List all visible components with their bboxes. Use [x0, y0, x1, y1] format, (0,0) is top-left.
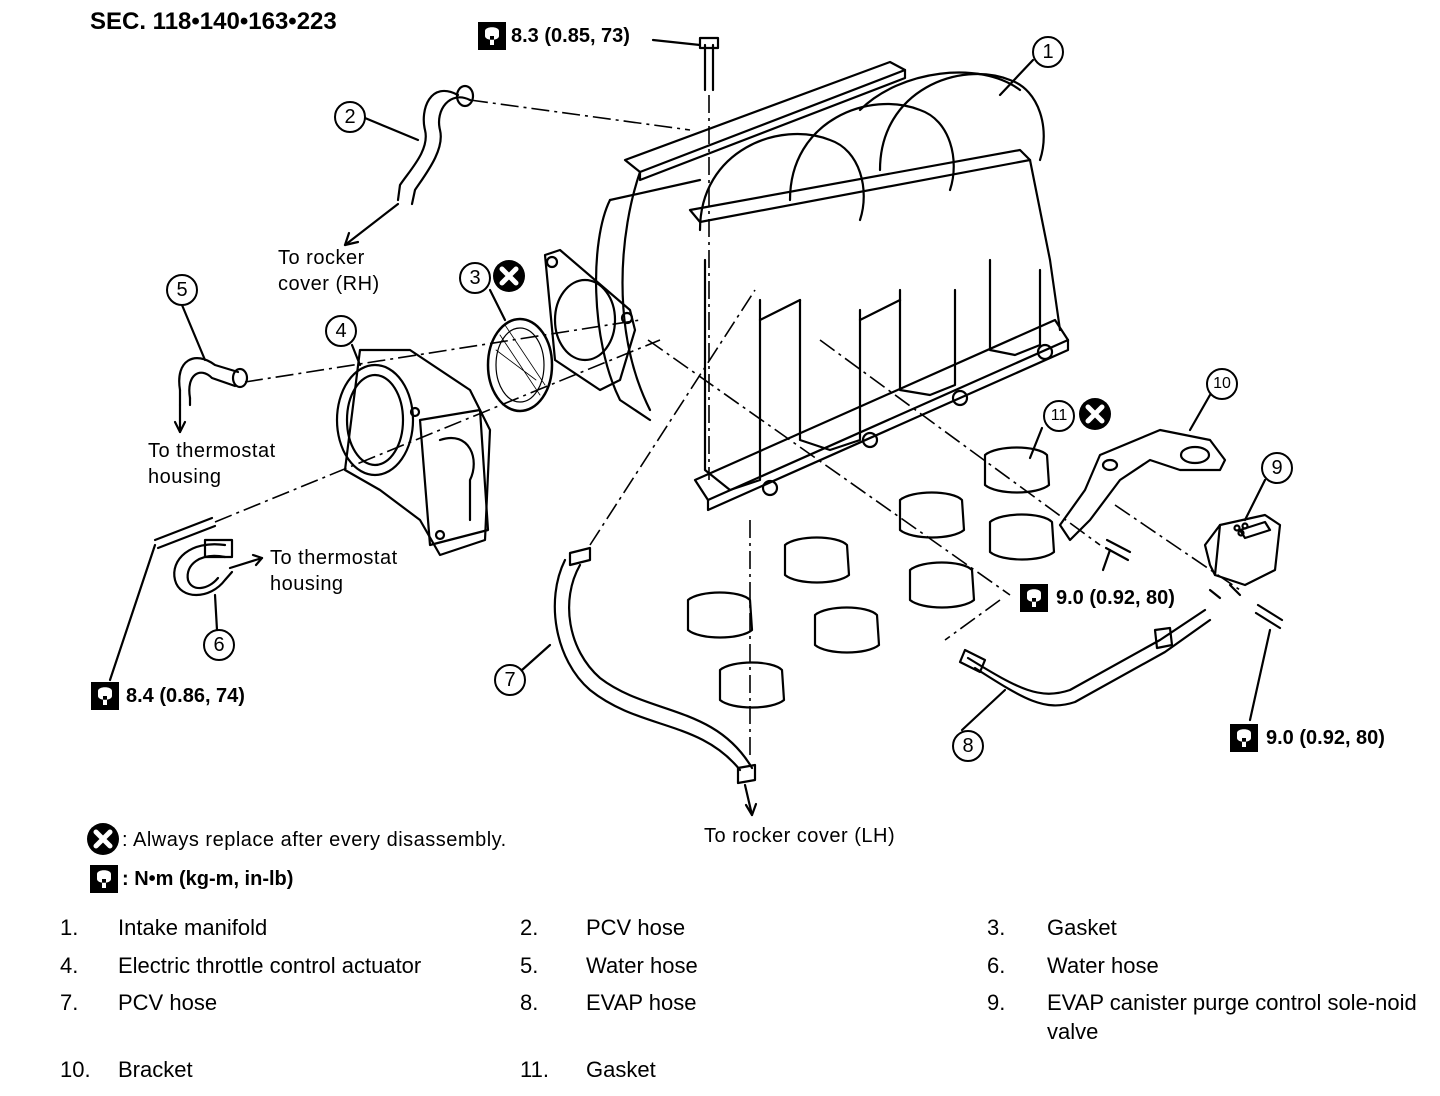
leader-5 — [180, 303, 207, 362]
leader-torque-mid — [1101, 548, 1112, 572]
part-name: Water hose — [586, 953, 698, 978]
part-number: 4. — [60, 953, 79, 978]
callout-5: 5 — [166, 274, 198, 306]
part-number: 3. — [987, 915, 1006, 940]
water-hose-5-drawing — [178, 357, 249, 407]
part-name: PCV hose — [118, 990, 218, 1015]
part-number: 9. — [987, 990, 1006, 1015]
torque-wrench-icon — [90, 865, 118, 893]
note-rocker-rh-line1: To rocker — [278, 247, 365, 269]
lower-gaskets-drawing — [686, 446, 1056, 709]
part-name: EVAP hose — [586, 990, 697, 1015]
throttle-actuator-drawing — [335, 348, 492, 557]
part-number: 7. — [60, 990, 79, 1015]
bolt-top-drawing — [703, 43, 715, 92]
arrow-rocker-lh — [743, 783, 754, 817]
part-number: 1. — [60, 915, 79, 940]
note-thermostat-a-line1: To thermostat — [148, 440, 276, 462]
replace-x-icon — [1079, 398, 1111, 430]
callout-10: 10 — [1206, 368, 1238, 400]
torque-left: 8.4 (0.86, 74) — [126, 685, 245, 707]
leader-torque-left — [108, 543, 157, 682]
part-name: EVAP canister purge control sole-noid va… — [1047, 990, 1417, 1044]
part-name: Water hose — [1047, 953, 1159, 978]
part-number: 8. — [520, 990, 539, 1015]
intake-manifold-drawing — [594, 60, 1070, 512]
leader-2 — [363, 116, 420, 142]
leader-torque-right — [1248, 628, 1272, 722]
arrow-rocker-rh — [343, 202, 400, 247]
torque-wrench-icon — [91, 682, 119, 710]
part-name: Electric throttle control actuator — [118, 953, 422, 978]
part-number: 10. — [60, 1057, 91, 1082]
bolt-right-drawing — [1254, 603, 1284, 630]
leader-4 — [350, 343, 362, 367]
part-number: 11. — [520, 1057, 549, 1082]
leader-6 — [213, 593, 219, 632]
torque-top: 8.3 (0.85, 73) — [511, 25, 630, 47]
replace-x-icon — [493, 260, 525, 292]
legend-torque-text: : N•m (kg-m, in-lb) — [122, 868, 294, 890]
leader-8 — [960, 688, 1007, 732]
torque-wrench-icon — [1020, 584, 1048, 612]
water-hose-6-drawing — [173, 538, 234, 596]
section-code: SEC. 118•140•163•223 — [90, 8, 337, 35]
note-rocker-rh-line2: cover (RH) — [278, 273, 380, 295]
replace-x-icon — [87, 823, 119, 855]
part-number: 5. — [520, 953, 539, 978]
torque-right: 9.0 (0.92, 80) — [1266, 727, 1385, 749]
part-name: Gasket — [1047, 915, 1117, 940]
callout-2: 2 — [334, 101, 366, 133]
bracket-10-drawing — [1058, 428, 1227, 542]
part-name: PCV hose — [586, 915, 686, 940]
callout-3: 3 — [459, 262, 491, 294]
pcv-hose-7-drawing — [553, 546, 757, 785]
callout-11: 11 — [1043, 400, 1075, 432]
leader-10 — [1188, 393, 1212, 432]
part-name: Gasket — [586, 1057, 656, 1082]
leader-1 — [998, 58, 1035, 97]
callout-6: 6 — [203, 629, 235, 661]
callout-1: 1 — [1032, 36, 1064, 68]
part-number: 2. — [520, 915, 539, 940]
evap-hose-8-drawing — [958, 608, 1212, 707]
callout-7: 7 — [494, 664, 526, 696]
callout-4: 4 — [325, 315, 357, 347]
part-name: Intake manifold — [118, 915, 268, 940]
leader-11 — [1028, 426, 1044, 460]
callout-9: 9 — [1261, 452, 1293, 484]
part-number: 6. — [987, 953, 1006, 978]
part-name: Bracket — [118, 1057, 193, 1082]
throttle-mount-flange-drawing — [543, 248, 637, 392]
pcv-hose-2-drawing — [396, 84, 475, 206]
note-rocker-lh: To rocker cover (LH) — [704, 825, 896, 847]
leader-3 — [488, 288, 507, 322]
leader-9 — [1243, 478, 1267, 522]
torque-mid: 9.0 (0.92, 80) — [1056, 587, 1175, 609]
note-thermostat-b-line2: housing — [270, 573, 344, 595]
note-thermostat-a-line2: housing — [148, 466, 222, 488]
gasket-3-drawing — [486, 317, 554, 413]
legend-replace-text: : Always replace after every disassembly… — [122, 829, 507, 851]
torque-wrench-icon — [1230, 724, 1258, 752]
arrow-thermo-b — [228, 556, 264, 570]
leader-torque-top — [651, 38, 702, 47]
torque-wrench-icon — [478, 22, 506, 50]
leader-7 — [520, 643, 552, 672]
callout-8: 8 — [952, 730, 984, 762]
evap-purge-valve-9-drawing — [1203, 513, 1282, 600]
bolt-left-drawing — [153, 516, 217, 550]
note-thermostat-b-line1: To thermostat — [270, 547, 398, 569]
